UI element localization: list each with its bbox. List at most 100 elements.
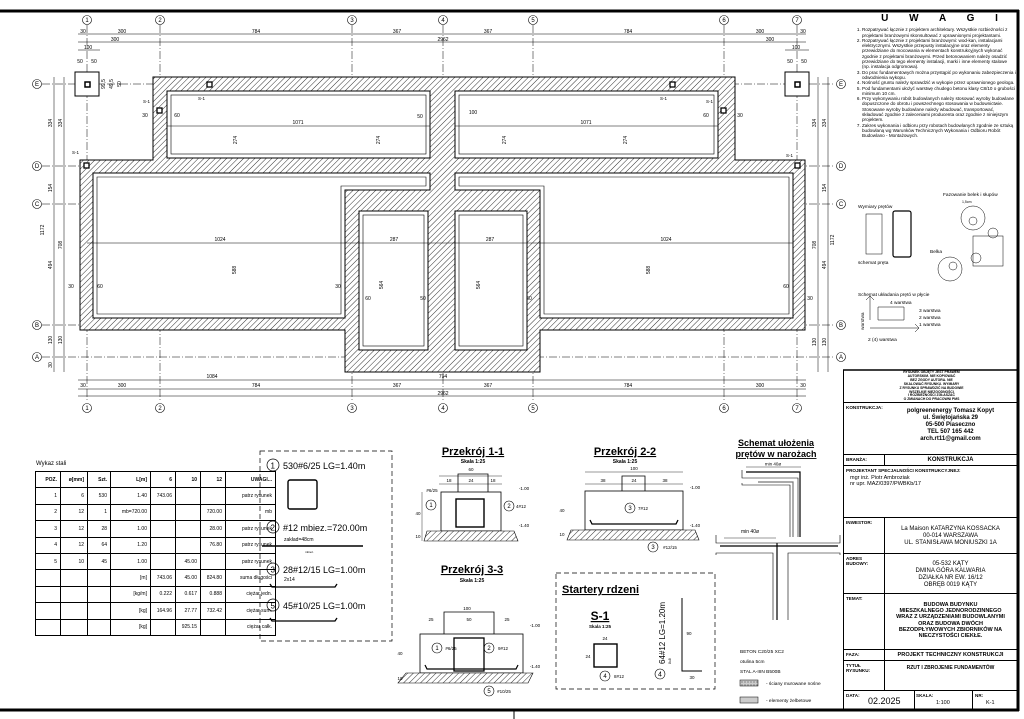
- drawing-element: 154: [48, 184, 54, 193]
- drawing-label: A: [839, 355, 843, 361]
- note-item: Rozpatrywać łącznie z projektami branżow…: [862, 38, 1016, 70]
- rooms: [92, 90, 794, 351]
- table-cell: [87, 585, 111, 604]
- drawing-label: 2 warstwa: [919, 315, 941, 321]
- table-cell: ciężar sum.: [225, 602, 276, 620]
- drawing-label: 154: [48, 184, 54, 193]
- drawing-element: 708: [812, 241, 818, 250]
- table-cell: [87, 569, 111, 587]
- drawing-label: 1: [435, 646, 439, 652]
- drawing-element: [836, 352, 846, 362]
- drawing-label: mbiez.: [305, 550, 314, 554]
- drawing-label: Fazowanie belek i słupów: [943, 192, 998, 198]
- text-line: polgreenenergy Tomasz Kopyt: [906, 408, 995, 414]
- drawing-element: [483, 685, 495, 697]
- drawing-label: Skala 1:25: [589, 624, 612, 629]
- trade-label: BRANŻA:: [846, 457, 867, 462]
- drawing-label: 4: [658, 672, 662, 679]
- drawing-element: [987, 227, 999, 239]
- drawing-element: [741, 470, 799, 537]
- drawing-label: 367: [393, 383, 402, 389]
- drawing-label: #6/25: [426, 488, 438, 493]
- drawing-label: 100: [84, 45, 93, 51]
- drawing-label: 4 warstwa: [890, 300, 912, 306]
- table-cell: [35, 569, 61, 587]
- drawing-label: 708: [58, 241, 64, 250]
- drawing-label: 10: [415, 534, 421, 539]
- drawing-element: [719, 403, 729, 413]
- table-cell: 1.00: [110, 552, 151, 571]
- drawing-label: 45#10/25 LG=1.00m: [283, 601, 365, 611]
- text-line: MIESZKALNEGO JEDNORODZINNEGO: [899, 608, 1002, 615]
- drawing-label: D: [839, 164, 844, 170]
- drawing-label: -1.00: [690, 485, 701, 490]
- drawing-label: E: [839, 82, 843, 88]
- drawing-label: 784: [624, 383, 633, 389]
- designer-section: PROJEKTANT SPECJALNOŚCI KONSTRUKCYJNEJ: …: [844, 466, 1019, 518]
- drawing-element: [681, 598, 702, 672]
- drawing-element: [937, 256, 963, 282]
- drawing-element: [503, 500, 515, 512]
- drawing-label: 300: [756, 383, 765, 389]
- drawing-element: [948, 261, 958, 271]
- drawing-element: [431, 642, 443, 654]
- drawing-label: 5: [531, 18, 535, 24]
- table-cell: 1: [87, 503, 111, 522]
- drawing-element: [82, 15, 92, 25]
- drawing-label: 3: [628, 506, 632, 512]
- table-cell: [35, 585, 61, 604]
- drawing-element: [741, 483, 791, 537]
- table-cell: 530: [87, 487, 111, 505]
- drawing-label: C: [35, 202, 40, 208]
- drawing-element: [647, 541, 659, 553]
- table-cell: 10: [60, 552, 88, 571]
- table-cell: 1.20: [110, 536, 151, 554]
- table-cell: [60, 602, 88, 620]
- table-cell: [60, 618, 88, 636]
- drawing-label: 1024: [660, 237, 671, 243]
- table-cell: 28: [87, 520, 111, 538]
- phase-value: PROJEKT TECHNICZNY KONSTRUKCJI: [897, 652, 1004, 658]
- drawing-label: 367: [484, 29, 493, 35]
- notes-title: U W A G I: [881, 13, 1007, 24]
- table-cell: [m]: [110, 569, 151, 587]
- drawing-element: [960, 205, 986, 231]
- drawing-label: 30: [80, 29, 86, 35]
- drawing-element: 154: [822, 184, 828, 193]
- drawing-element: [458, 94, 715, 155]
- drawing-label: 2x14: [284, 577, 295, 583]
- drawing-label: 100: [630, 466, 638, 471]
- table-cell: 164.96: [150, 602, 176, 620]
- table-cell: 64: [87, 536, 111, 554]
- drawing-element: 588: [646, 266, 652, 275]
- drawing-element: [206, 81, 213, 88]
- drawing-element: [599, 670, 611, 682]
- text-line: WSZELKIE NIEZGODNOŚCI: [909, 389, 954, 394]
- drawing-element: 334: [812, 119, 818, 128]
- drawing-label: 1024: [214, 237, 225, 243]
- table-cell: patrz rysunek: [225, 536, 276, 554]
- drawing-element: [669, 81, 676, 88]
- drawing-label: STAL A-IIIN B500B: [740, 669, 781, 675]
- text-line: UL. STANISŁAWA MONIUSZKI 1A: [904, 540, 997, 546]
- drawing-element: [32, 79, 42, 89]
- note-item: Rozpatrywać łącznie z projektem architek…: [862, 27, 1016, 38]
- note-item: Pod fundamentami ułożyć warstwę chudego …: [862, 86, 1016, 97]
- drawing-label: #10/25: [497, 689, 511, 694]
- drawing-element: [170, 94, 427, 155]
- table-cell: [175, 536, 201, 554]
- text-line: 00-014 WARSZAWA: [922, 533, 978, 539]
- drawing-element: 130: [58, 336, 64, 345]
- drawing-label: 30: [335, 284, 341, 290]
- drawing-label: 5: [487, 689, 491, 695]
- drawing-element: 274: [502, 136, 508, 145]
- drawing-title-section: TYTUŁ RYSUNKU: RZUT I ZBROJENIE FUNDAMEN…: [844, 661, 1019, 691]
- table-cell: 4: [35, 536, 61, 554]
- drawing-element: [457, 473, 489, 492]
- text-line: BEZ ZGODY AUTORA. NIE: [910, 377, 953, 382]
- drawing-element: warstwa: [860, 312, 866, 330]
- drawing-element: [454, 172, 794, 319]
